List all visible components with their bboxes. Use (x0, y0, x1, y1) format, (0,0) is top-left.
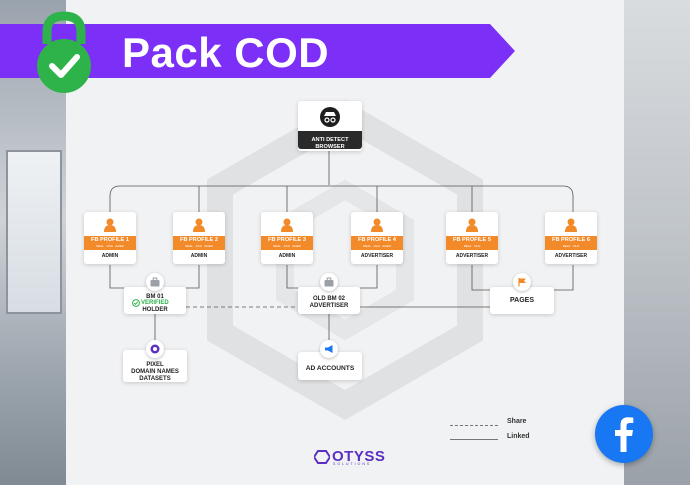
background-window (6, 150, 62, 314)
briefcase-icon (324, 277, 334, 287)
user-icon (193, 218, 205, 232)
brand-name: OTYSS (332, 448, 386, 465)
bm-02-node: OLD BM 02 ADVERTISER (298, 287, 360, 314)
fb-profile-1: FB PROFILE 1 REAL · OLD · AGED ADMIN (84, 212, 136, 264)
profile-title: FB PROFILE 1 (91, 237, 129, 243)
flag-icon (518, 278, 526, 287)
pages-node: PAGES (490, 287, 554, 314)
bm-02-title: OLD BM 02 (312, 296, 345, 302)
profile-role: ADVERTISER (455, 253, 489, 259)
profile-sub: REAL · OLD · AGED (185, 243, 213, 248)
banner-background (0, 24, 515, 78)
bm-01-badge (146, 273, 164, 291)
bm-02-badge (320, 273, 338, 291)
profile-title: FB PROFILE 3 (268, 237, 306, 243)
profile-role: ADVERTISER (554, 253, 588, 259)
profile-sub: REAL · OLD (463, 243, 481, 248)
fb-profile-3: FB PROFILE 3 REAL · OLD · AGED ADMIN (261, 212, 313, 264)
lock-check-icon (37, 11, 91, 93)
datasets-label: DATASETS (139, 376, 171, 382)
pages-label: PAGES (510, 297, 534, 304)
bm-01-holder: HOLDER (142, 307, 168, 313)
background-office-right (624, 0, 690, 485)
pixel-label: PIXEL (146, 362, 164, 368)
incognito-icon (320, 107, 340, 127)
otyss-mark-icon (314, 450, 330, 464)
pixel-icon (150, 344, 160, 354)
user-icon (281, 218, 293, 232)
legend-linked-line (450, 439, 498, 440)
user-icon (565, 218, 577, 232)
profile-title: FB PROFILE 5 (453, 237, 491, 243)
banner-title: Pack COD (122, 29, 330, 76)
anti-detect-browser-node: ANTI DETECT BROWSER (298, 101, 362, 151)
user-icon (104, 218, 116, 232)
profile-title: FB PROFILE 2 (180, 237, 218, 243)
fb-profile-2: FB PROFILE 2 REAL · OLD · AGED ADMIN (173, 212, 225, 264)
profile-title: FB PROFILE 6 (552, 237, 590, 243)
pixel-badge (146, 340, 164, 358)
bm-01-verified: VERIFIED (141, 300, 169, 306)
megaphone-icon (325, 345, 333, 353)
user-icon (371, 218, 383, 232)
legend-share-label: Share (507, 418, 527, 425)
pages-badge (513, 273, 531, 291)
profile-title: FB PROFILE 4 (358, 237, 396, 243)
profile-role: ADMIN (101, 253, 119, 259)
profile-sub: REAL · OLD · AGED (363, 243, 391, 248)
domain-names-label: DOMAIN NAMES (131, 369, 179, 375)
profile-sub: REAL · OLD · AGED (273, 243, 301, 248)
brand-sub: SOLUTIONS (333, 462, 372, 466)
fb-profile-4: FB PROFILE 4 REAL · OLD · AGED ADVERTISE… (351, 212, 403, 264)
facebook-icon (595, 405, 653, 463)
bm-01-title: BM 01 (146, 294, 164, 300)
profile-role: ADVERTISER (360, 253, 394, 259)
profile-sub: REAL · OLD · AGED (96, 243, 124, 248)
bm-01-node: BM 01 VERIFIED HOLDER (124, 287, 186, 314)
profile-role: ADMIN (190, 253, 208, 259)
profile-sub: REAL · OLD (562, 243, 580, 248)
ad-accounts-label: AD ACCOUNTS (305, 365, 355, 372)
briefcase-icon (150, 277, 160, 287)
fb-profile-6: FB PROFILE 6 REAL · OLD ADVERTISER (545, 212, 597, 264)
legend-linked-label: Linked (507, 433, 530, 440)
anti-detect-browser-label: ANTI DETECT BROWSER (311, 137, 349, 150)
fb-profile-5: FB PROFILE 5 REAL · OLD ADVERTISER (446, 212, 498, 264)
verified-check-icon (132, 299, 140, 307)
profile-role: ADMIN (278, 253, 296, 259)
bm-02-role: ADVERTISER (309, 303, 349, 309)
ad-accounts-badge (320, 340, 338, 358)
user-icon (466, 218, 478, 232)
legend-share-line (450, 425, 498, 426)
